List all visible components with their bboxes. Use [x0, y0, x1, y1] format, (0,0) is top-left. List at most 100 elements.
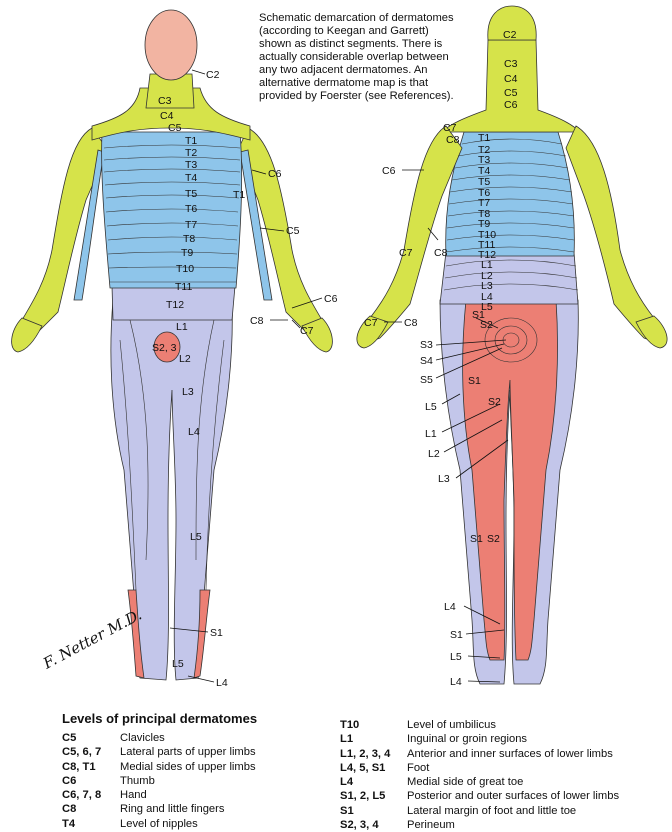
label-b-c6arm: C6: [382, 165, 396, 177]
note-line: (according to Keegan and Garrett): [259, 25, 474, 38]
label-f-t1: T1: [185, 135, 197, 147]
label-f-l4: L4: [188, 426, 200, 438]
key-code: L1: [340, 732, 407, 746]
label-f-c7: C7: [300, 325, 314, 337]
key-desc: Thumb: [120, 774, 155, 788]
label-b-s2: S2: [480, 319, 493, 331]
key-code: C8, T1: [62, 760, 120, 774]
label-b-l3leg: L3: [438, 473, 450, 485]
front-right-arm: [238, 128, 326, 342]
label-b-l1leg: L1: [425, 428, 437, 440]
label-f-t12: T12: [166, 299, 184, 311]
front-thorax: [102, 132, 242, 288]
key-desc: Level of umbilicus: [407, 718, 496, 732]
label-f-t9: T9: [181, 247, 193, 259]
label-f-l2: L2: [179, 353, 191, 365]
front-left-arm: [18, 128, 108, 342]
caption-note: Schematic demarcation of dermatomes (acc…: [259, 12, 474, 103]
label-f-c8: C8: [250, 315, 264, 327]
key-desc: Medial sides of upper limbs: [120, 760, 256, 774]
label-f-l5: L5: [190, 531, 202, 543]
key-code: C6: [62, 774, 120, 788]
note-line: provided by Foerster (see References).: [259, 90, 474, 103]
label-f-t2: T2: [185, 147, 197, 159]
key-code: S2, 3, 4: [340, 818, 407, 832]
label-b-s5: S5: [420, 374, 433, 386]
key-row: S2, 3, 4Perineum: [340, 818, 619, 832]
label-f-c5: C5: [168, 122, 182, 134]
label-f-t5: T5: [185, 188, 197, 200]
label-b-s3: S3: [420, 339, 433, 351]
label-f-t1arm: T1: [233, 189, 245, 201]
label-b-s1calf: S1: [470, 533, 483, 545]
key-code: L4, 5, S1: [340, 761, 407, 775]
note-line: Schematic demarcation of dermatomes: [259, 12, 474, 25]
label-b-s2calf: S2: [487, 533, 500, 545]
key-desc: Ring and little fingers: [120, 802, 224, 816]
label-f-l5foot: L5: [172, 658, 184, 670]
label-f-t4: T4: [185, 172, 197, 184]
label-b-c4: C4: [504, 73, 518, 85]
key-code: L4: [340, 775, 407, 789]
label-b-l4foot: L4: [444, 601, 456, 613]
label-f-c6: C6: [268, 168, 282, 180]
label-f-c2: C2: [206, 69, 220, 81]
label-f-c3: C3: [158, 95, 172, 107]
label-b-c8hand: C8: [404, 317, 418, 329]
key-desc: Medial side of great toe: [407, 775, 523, 789]
key-code: C6, 7, 8: [62, 788, 120, 802]
key-row: C5Clavicles: [62, 731, 257, 745]
label-b-s1foot: S1: [450, 629, 463, 641]
label-b-s1leg: S1: [468, 375, 481, 387]
key-code: S1: [340, 804, 407, 818]
key-row: L1, 2, 3, 4Anterior and inner surfaces o…: [340, 747, 619, 761]
label-f-c4: C4: [160, 110, 174, 122]
key-row: C8Ring and little fingers: [62, 802, 257, 816]
key-desc: Perineum: [407, 818, 455, 832]
label-f-l3: L3: [182, 386, 194, 398]
key-row: S1, 2, L5Posterior and outer surfaces of…: [340, 789, 619, 803]
key-desc: Lateral parts of upper limbs: [120, 745, 256, 759]
label-f-t8: T8: [183, 233, 195, 245]
back-right-arm: [566, 126, 658, 339]
label-b-l5leg: L5: [425, 401, 437, 413]
label-b-c7: C7: [443, 122, 457, 134]
label-f-t7: T7: [185, 219, 197, 231]
key-code: C8: [62, 802, 120, 816]
label-f-t10: T10: [176, 263, 194, 275]
key-code: C5: [62, 731, 120, 745]
key-row: S1Lateral margin of foot and little toe: [340, 804, 619, 818]
front-head: [145, 10, 197, 80]
key-desc: Level of nipples: [120, 817, 198, 831]
label-b-s4: S4: [420, 355, 433, 367]
key-code: T4: [62, 817, 120, 831]
label-b-t1: T1: [478, 132, 490, 144]
key-code: T10: [340, 718, 407, 732]
key-code: L1, 2, 3, 4: [340, 747, 407, 761]
key-row: C8, T1Medial sides of upper limbs: [62, 760, 257, 774]
label-f-t3: T3: [185, 159, 197, 171]
label-b-s2leg: S2: [488, 396, 501, 408]
label-b-l2leg: L2: [428, 448, 440, 460]
label-f-s23: S2, 3: [152, 342, 177, 354]
label-f-c6hand: C6: [324, 293, 338, 305]
label-f-l1: L1: [176, 321, 188, 333]
label-f-l4foot: L4: [216, 677, 228, 689]
key-code: S1, 2, L5: [340, 789, 407, 803]
note-line: shown as distinct segments. There is: [259, 38, 474, 51]
key-desc: Inguinal or groin regions: [407, 732, 527, 746]
key-desc: Clavicles: [120, 731, 165, 745]
label-b-c8arm: C8: [434, 247, 448, 259]
key-desc: Hand: [120, 788, 147, 802]
note-line: alternative dermatome map is that: [259, 77, 474, 90]
label-b-c3: C3: [504, 58, 518, 70]
key-desc: Anterior and inner surfaces of lower lim…: [407, 747, 613, 761]
label-f-t6: T6: [185, 203, 197, 215]
label-b-c7hand: C7: [364, 317, 378, 329]
